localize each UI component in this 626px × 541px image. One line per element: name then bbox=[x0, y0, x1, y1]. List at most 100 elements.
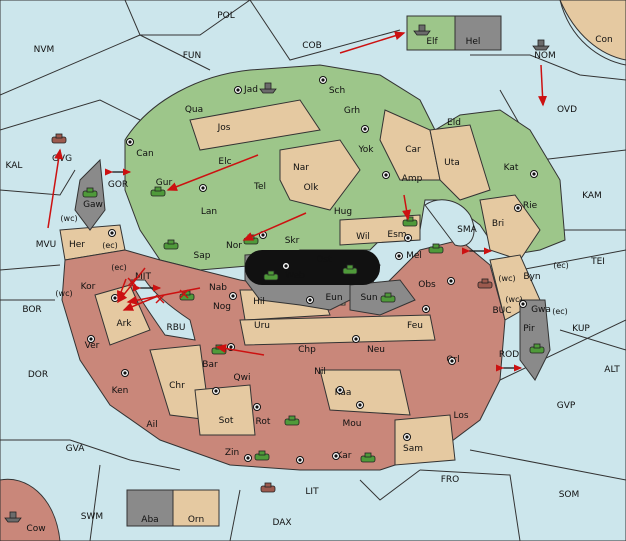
province-label-qwi: Qwi bbox=[234, 373, 251, 383]
supply-center-dot bbox=[201, 186, 205, 190]
province-label-jos: Jos bbox=[217, 123, 231, 133]
province-label-chp: Chp bbox=[298, 345, 316, 355]
province-label-nil: Nil bbox=[314, 367, 326, 377]
province-label-her: Her bbox=[69, 240, 85, 250]
sea-label-som: SOM bbox=[559, 490, 580, 500]
move-order-arrow bbox=[166, 154, 259, 191]
units bbox=[4, 24, 550, 523]
supply-center-dot bbox=[338, 388, 342, 392]
province-label-bar: Bar bbox=[202, 360, 218, 370]
coast-marker-ec-byn: (ec) bbox=[553, 261, 569, 270]
coast-markers: (wc)(ec)(ec)(wc)(wc)(ec)(wc)(ec) bbox=[55, 214, 568, 316]
province-label-car: Car bbox=[405, 145, 421, 155]
move-order-arrow bbox=[116, 278, 127, 302]
supply-center-dot bbox=[406, 236, 410, 240]
province-label-uta: Uta bbox=[444, 158, 460, 168]
province-label-chr: Chr bbox=[169, 381, 185, 391]
army-unit-kar[interactable] bbox=[360, 452, 376, 463]
fleet-icon bbox=[413, 30, 431, 36]
supply-center-dot bbox=[110, 231, 114, 235]
sea-label-swm: SWM bbox=[81, 512, 103, 522]
province-label-ark: Ark bbox=[116, 319, 132, 329]
supply-center-dot bbox=[308, 298, 312, 302]
province-label-kor: Kor bbox=[81, 282, 96, 292]
province-label-esm: Esm bbox=[387, 230, 406, 240]
fleet-unit-nom[interactable] bbox=[532, 39, 550, 51]
sea-label-gvp: GVP bbox=[557, 401, 576, 411]
supply-center-dot bbox=[532, 172, 536, 176]
sea-label-bor: BOR bbox=[22, 305, 41, 315]
army-unit-sun[interactable] bbox=[380, 292, 396, 303]
army-icon-turret bbox=[533, 343, 541, 349]
province-label-mel: Mel bbox=[406, 251, 422, 261]
supply-center-dot bbox=[89, 337, 93, 341]
sea-label-fro: FRO bbox=[441, 475, 460, 485]
supply-center-dot bbox=[521, 302, 525, 306]
army-unit-buc[interactable] bbox=[477, 278, 493, 289]
army-icon-turret bbox=[264, 482, 272, 488]
army-icon-turret bbox=[432, 243, 440, 249]
island-orn bbox=[172, 489, 220, 527]
army-icon-turret bbox=[384, 292, 392, 298]
sea-label-nvm: NVM bbox=[34, 45, 55, 55]
sea-label-rod: ROD bbox=[499, 350, 519, 360]
supply-centers bbox=[87, 76, 538, 464]
province-label-kar: Kar bbox=[337, 451, 352, 461]
fleet-icon-tower bbox=[537, 39, 545, 47]
province-label-can: Can bbox=[136, 149, 154, 159]
province-label-byn: Byn bbox=[523, 272, 540, 282]
army-unit-web[interactable] bbox=[263, 270, 279, 281]
move-order-arrow bbox=[242, 212, 307, 241]
province-label-elf: Elf bbox=[426, 37, 438, 47]
province-label-nab: Nab bbox=[209, 283, 227, 293]
army-unit-sap[interactable] bbox=[163, 239, 179, 250]
sea-label-gva: GVA bbox=[66, 444, 86, 454]
supply-center-dot bbox=[298, 458, 302, 462]
sea-label-mvu: MVU bbox=[36, 240, 57, 250]
island-hel bbox=[454, 15, 502, 51]
sea-label-buc: BUC bbox=[492, 306, 511, 316]
coast-marker-wc-kor: (wc) bbox=[55, 289, 72, 298]
province-label-nor: Nor bbox=[226, 241, 242, 251]
province-label-eun: Eun bbox=[325, 293, 342, 303]
army-unit-pir[interactable] bbox=[529, 343, 545, 354]
fleet-unit-elf[interactable] bbox=[413, 24, 431, 36]
fleet-unit-jad[interactable] bbox=[259, 82, 277, 94]
army-unit-mel[interactable] bbox=[428, 243, 444, 254]
supply-center-dot bbox=[123, 371, 127, 375]
army-unit-zin[interactable] bbox=[254, 450, 270, 461]
sea-label-gvg: GVG bbox=[52, 154, 72, 164]
sea-label-kam: KAM bbox=[582, 191, 602, 201]
army-unit-rot[interactable] bbox=[284, 415, 300, 426]
supply-center-dot bbox=[354, 337, 358, 341]
fleet-icon bbox=[259, 88, 277, 94]
move-order-arrow bbox=[339, 31, 406, 54]
province-label-amp: Amp bbox=[402, 174, 423, 184]
coast-marker-wc-her: (wc) bbox=[60, 214, 77, 223]
province-label-ken: Ken bbox=[112, 386, 129, 396]
army-unit-gvg[interactable] bbox=[51, 133, 67, 144]
province-label-los: Los bbox=[453, 411, 468, 421]
fleet-icon-tower bbox=[264, 82, 272, 90]
army-unit-gur[interactable] bbox=[150, 186, 166, 197]
order-arrows bbox=[47, 31, 548, 372]
province-label-wil: Wil bbox=[356, 232, 370, 242]
supply-center-dot bbox=[128, 140, 132, 144]
sea-label-kup: KUP bbox=[572, 324, 590, 334]
province-label-nog: Nog bbox=[213, 302, 231, 312]
sea-labels: POLNVMFUNCOBConNOMOVDKALGVGGORMVUKAMSMAT… bbox=[6, 11, 621, 534]
province-label-sun: Sun bbox=[360, 293, 377, 303]
fleet-unit-cow[interactable] bbox=[4, 511, 22, 523]
province-label-elc: Elc bbox=[218, 157, 231, 167]
supply-center-dot bbox=[321, 78, 325, 82]
sea-label-con: Con bbox=[595, 35, 613, 45]
army-unit-lit[interactable] bbox=[260, 482, 276, 493]
supply-center-dot bbox=[449, 279, 453, 283]
army-unit-ost[interactable] bbox=[342, 264, 358, 275]
province-label-gwa: Gwa bbox=[531, 305, 551, 315]
army-unit-gaw[interactable] bbox=[82, 187, 98, 198]
sea-label-sma: SMA bbox=[457, 225, 477, 235]
province-label-feu: Feu bbox=[407, 321, 423, 331]
province-label-neu: Neu bbox=[367, 345, 385, 355]
